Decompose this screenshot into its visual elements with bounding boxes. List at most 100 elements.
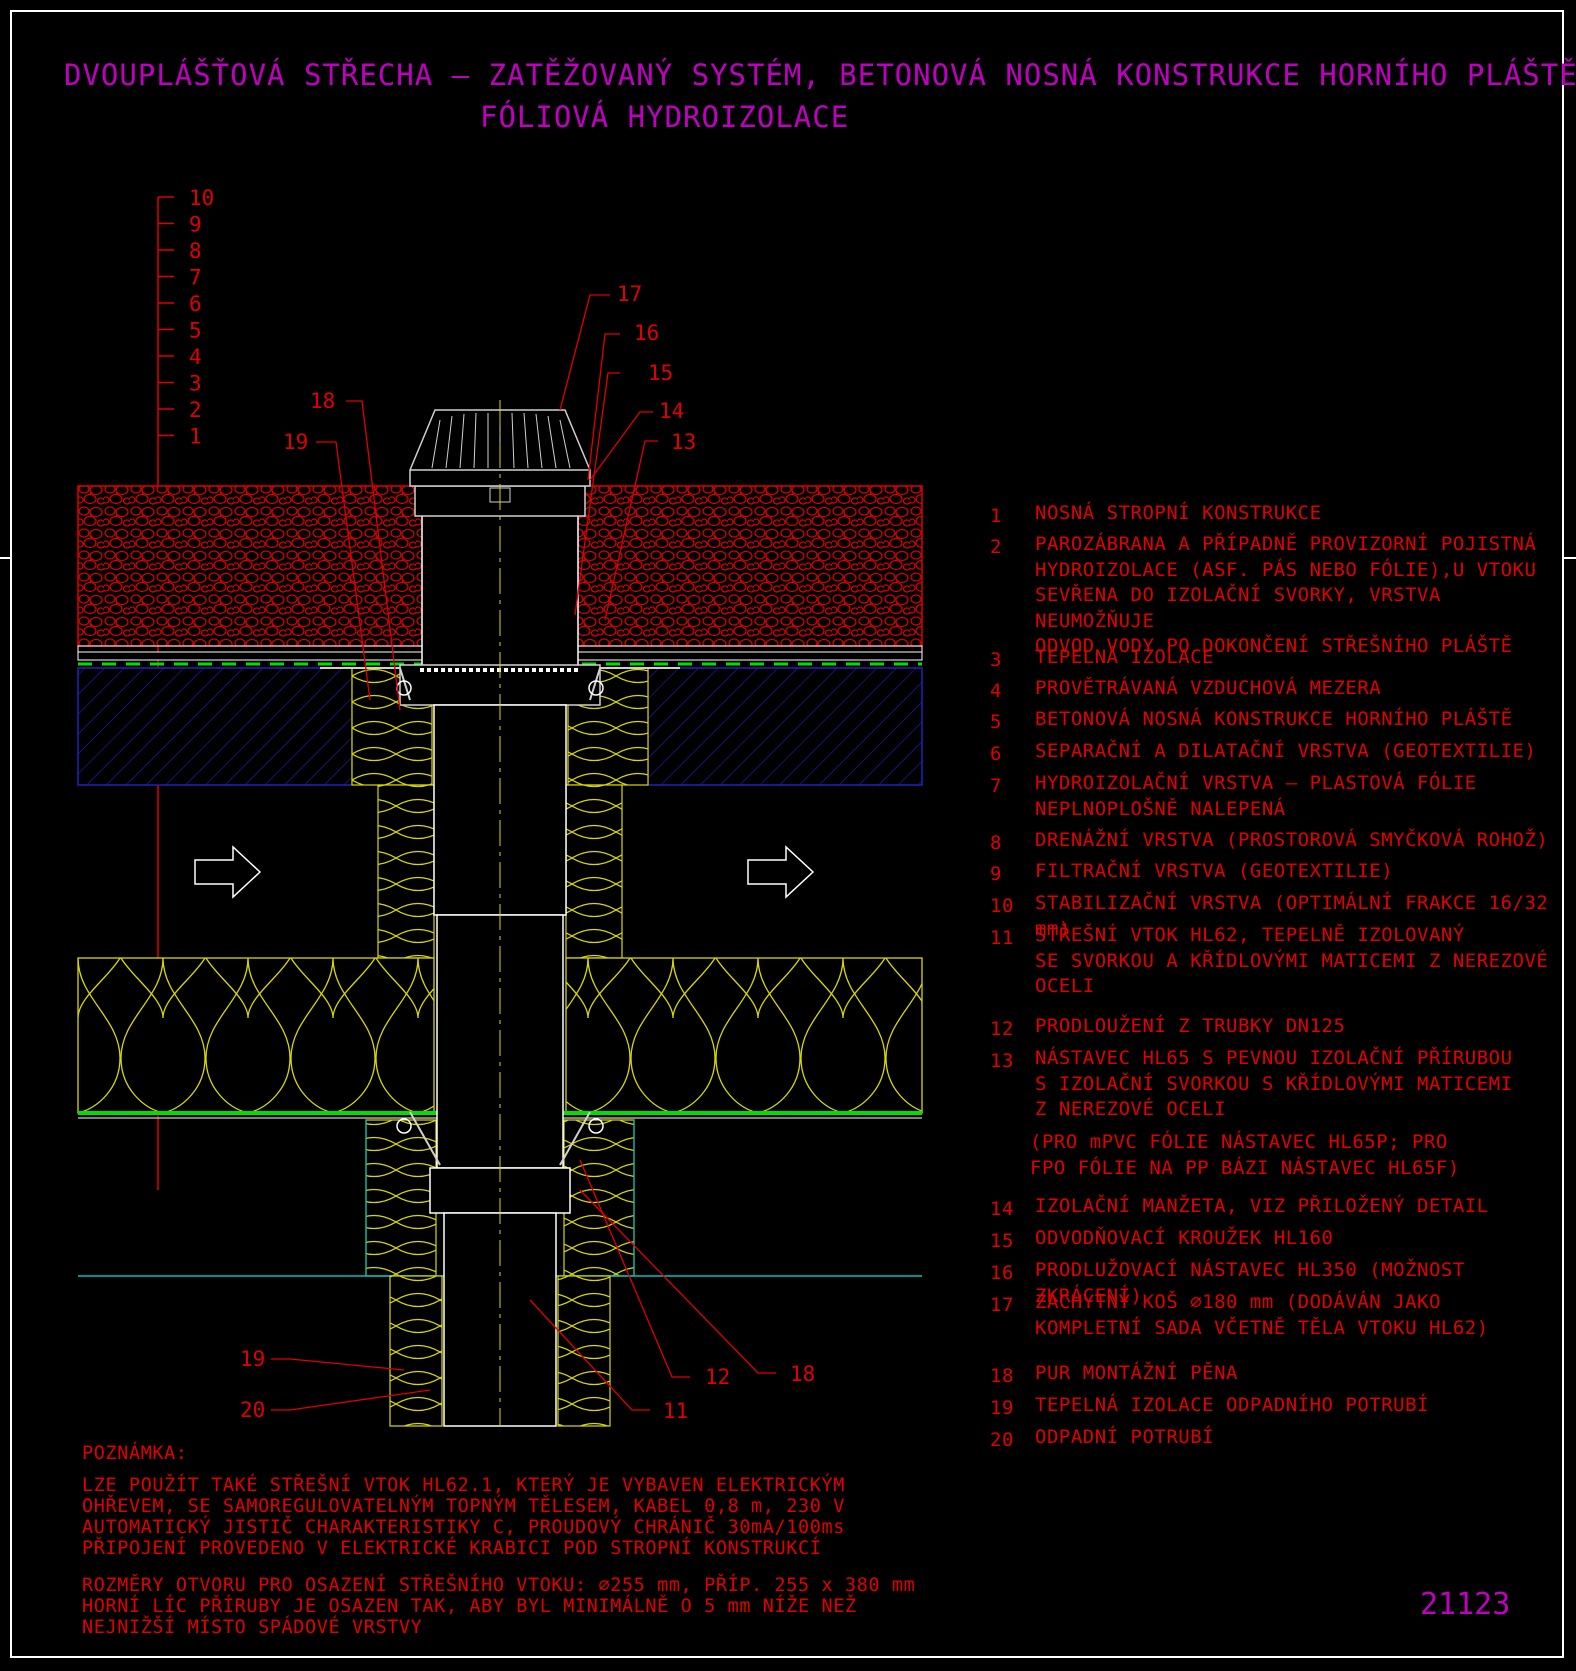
- legend-item-number: 7: [990, 775, 1002, 797]
- legend-item-number: 14: [990, 1198, 1014, 1220]
- thermal-insulation-right: [565, 957, 923, 1114]
- layer-scale-number: 2: [189, 398, 202, 422]
- layer-scale-number: 4: [189, 345, 202, 369]
- legend-note-13: (PRO mPVC FÓLIE NÁSTAVEC HL65P; PRO FPO …: [1030, 1131, 1460, 1179]
- flange-right-upper: [589, 667, 680, 701]
- pipe-insulation-left: [389, 1275, 443, 1427]
- frame-tick-right: [1564, 557, 1576, 559]
- legend-item-text: ODPADNÍ POTRUBÍ: [1035, 1426, 1215, 1448]
- legend-item-number: 15: [990, 1230, 1014, 1252]
- legend-item-number: 13: [990, 1050, 1014, 1072]
- legend-item-number: 3: [990, 649, 1002, 671]
- legend-item-number: 2: [990, 536, 1002, 558]
- callout-14: 14: [659, 399, 684, 423]
- flange-left-upper: [320, 667, 411, 701]
- thermal-insulation-left: [77, 957, 435, 1114]
- leader-13: [604, 440, 658, 621]
- title-line-1: DVOUPLÁŠŤOVÁ STŘECHA – ZATĚŽOVANÝ SYSTÉM…: [64, 58, 1576, 92]
- legend-item-number: 6: [990, 743, 1002, 765]
- title-line-2: FÓLIOVÁ HYDROIZOLACE: [480, 100, 850, 134]
- note-paragraph-1: LZE POUŽÍT TAKÉ STŘEŠNÍ VTOK HL62.1, KTE…: [82, 1475, 845, 1559]
- layer-scale-number: 3: [189, 372, 202, 396]
- airflow-arrow-left: [194, 845, 262, 899]
- layer-scale-number: 6: [189, 292, 202, 316]
- callout-19-bottom: 19: [240, 1347, 265, 1371]
- legend-item-number: 18: [990, 1365, 1014, 1387]
- leader-11: [529, 1299, 650, 1411]
- legend-item-text: HYDROIZOLAČNÍ VRSTVA – PLASTOVÁ FÓLIE NE…: [1035, 772, 1477, 820]
- airflow-arrow-right: [747, 845, 815, 899]
- legend-item-number: 5: [990, 711, 1002, 733]
- legend-item-text: SEPARAČNÍ A DILATAČNÍ VRSTVA (GEOTEXTILI…: [1035, 740, 1537, 762]
- leader-15: [574, 372, 620, 616]
- legend-item-number: 16: [990, 1262, 1014, 1284]
- callout-16: 16: [634, 321, 659, 345]
- leader-16: [587, 333, 620, 481]
- legend-item-text: DRENÁŽNÍ VRSTVA (PROSTOROVÁ SMYČKOVÁ ROH…: [1035, 829, 1549, 851]
- leader-14: [589, 411, 653, 481]
- drain-insulation-left-gap: [377, 784, 435, 959]
- leader-lines: [271, 294, 776, 1411]
- legend-item-number: 8: [990, 832, 1002, 854]
- legend-item-text: NÁSTAVEC HL65 S PEVNOU IZOLAČNÍ PŘÍRUBOU…: [1035, 1047, 1513, 1120]
- legend-item-text: BETONOVÁ NOSNÁ KONSTRUKCE HORNÍHO PLÁŠTĚ: [1035, 708, 1513, 730]
- legend-item-number: 4: [990, 680, 1002, 702]
- drawing-frame: [10, 10, 1564, 1658]
- legend-item-text: FILTRAČNÍ VRSTVA (GEOTEXTILIE): [1035, 860, 1394, 882]
- legend-item-text: TEPELNÁ IZOLACE: [1035, 646, 1215, 668]
- legend-item-text: PRODLOUŽENÍ Z TRUBKY DN125: [1035, 1015, 1346, 1037]
- legend-item-number: 19: [990, 1397, 1014, 1419]
- drain-insulation-right-gap: [565, 784, 623, 959]
- callout-18-bottom: 18: [790, 1362, 815, 1386]
- layer-scale-number: 5: [189, 319, 202, 343]
- callout-17: 17: [617, 282, 642, 306]
- leader-12: [579, 1159, 690, 1378]
- leaf-guard-ribs: [431, 412, 571, 469]
- wing-nut-icon: [588, 680, 604, 696]
- frame-tick-left: [0, 557, 12, 559]
- legend-item-text: ODVODŇOVACÍ KROUŽEK HL160: [1035, 1227, 1334, 1249]
- leader-19-top: [316, 441, 371, 701]
- leader-18-top: [346, 400, 401, 711]
- callout-20-bottom: 20: [240, 1398, 265, 1422]
- ceiling-insulation-right: [563, 1119, 635, 1277]
- layer-scale-number: 9: [189, 213, 202, 237]
- legend-item-number: 17: [990, 1294, 1014, 1316]
- legend-item-text: PAROZÁBRANA A PŘÍPADNĚ PROVIZORNÍ POJIST…: [1035, 533, 1537, 657]
- flange-right-lower: [559, 1111, 591, 1166]
- leader-17: [559, 294, 610, 411]
- legend-item-text: STŘEŠNÍ VTOK HL62, TEPELNĚ IZOLOVANÝ SE …: [1035, 924, 1549, 997]
- legend-item-text: TEPELNÁ IZOLACE ODPADNÍHO POTRUBÍ: [1035, 1394, 1429, 1416]
- legend-item-text: STABILIZAČNÍ VRSTVA (OPTIMÁLNÍ FRAKCE 16…: [1035, 892, 1549, 940]
- leader-18-bottom: [579, 1189, 776, 1374]
- leader-19-bottom: [271, 1358, 405, 1371]
- legend-item-number: 9: [990, 863, 1002, 885]
- legend-item-text: ZÁCHYTNÝ KOŠ ⌀180 mm (DODÁVÁN JAKO KOMPL…: [1035, 1291, 1489, 1339]
- legend-item-text: IZOLAČNÍ MANŽETA, VIZ PŘILOŽENÝ DETAIL: [1035, 1195, 1489, 1217]
- legend-item-text: PROVĚTRÁVANÁ VZDUCHOVÁ MEZERA: [1035, 677, 1382, 699]
- callout-13: 13: [671, 430, 696, 454]
- flange-left-lower: [409, 1111, 441, 1166]
- layer-scale-number: 7: [189, 266, 202, 290]
- legend-item-number: 10: [990, 895, 1014, 917]
- wing-nut-icon: [396, 1118, 412, 1134]
- legend-item-number: 11: [990, 927, 1014, 949]
- legend-item-text: PUR MONTÁŽNÍ PĚNA: [1035, 1362, 1238, 1384]
- callout-15: 15: [648, 361, 673, 385]
- callout-11: 11: [663, 1399, 688, 1423]
- layer-scale-number: 10: [189, 186, 214, 210]
- layer-scale-number: 8: [189, 239, 202, 263]
- callout-12: 12: [705, 1365, 730, 1389]
- callout-18-top: 18: [310, 389, 335, 413]
- legend-item-number: 1: [990, 505, 1002, 527]
- concrete-slab-left: [77, 667, 353, 786]
- pipe-insulation-right: [557, 1275, 611, 1427]
- wing-nut-icon: [588, 1118, 604, 1134]
- callout-19-top: 19: [283, 430, 308, 454]
- legend-item-number: 20: [990, 1429, 1014, 1451]
- legend-item-text: NOSNÁ STROPNÍ KONSTRUKCE: [1035, 502, 1322, 524]
- legend-item-text: PRODLUŽOVACÍ NÁSTAVEC HL350 (MOŽNOST ZKR…: [1035, 1259, 1465, 1307]
- concrete-slab-right: [647, 667, 923, 786]
- ceiling-insulation-left: [365, 1119, 437, 1277]
